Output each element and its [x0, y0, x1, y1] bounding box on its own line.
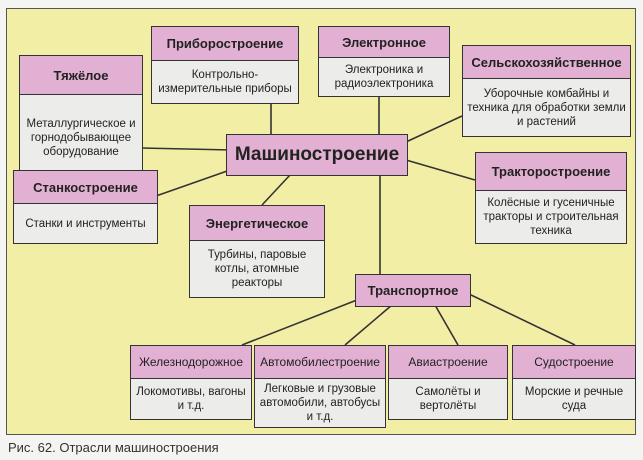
branch-title: Станкостроение: [14, 171, 157, 204]
branch-energy: Энергетическое Турбины, паровые котлы, а…: [189, 205, 325, 298]
branch-title: Железнодорожное: [131, 346, 251, 379]
transport-node: Транспортное: [355, 274, 471, 307]
connector: [405, 115, 463, 143]
branch-instruments: Приборостроение Контрольно-измерительные…: [151, 26, 299, 104]
branch-desc: Локомотивы, вагоны и т.д.: [136, 386, 246, 412]
transport-aviation: Авиастроение Самолёты и вертолёты: [388, 345, 508, 420]
branch-title: Тракторостроение: [476, 153, 626, 191]
branch-desc: Морские и речные суда: [524, 386, 624, 412]
branch-desc: Электроника и радиоэлектроника: [334, 64, 434, 90]
branch-desc: Уборочные комбайны и техника для обработ…: [467, 87, 626, 128]
branch-title: Сельскохозяйственное: [463, 46, 630, 79]
connector: [241, 297, 363, 346]
connector: [405, 159, 476, 181]
connector: [155, 169, 231, 197]
connector: [468, 293, 576, 346]
figure-caption: Рис. 62. Отрасли машиностроения: [8, 440, 219, 455]
connector: [434, 304, 459, 346]
branch-desc: Легковые и грузовые автомобили, автобусы…: [259, 383, 381, 423]
branch-title: Приборостроение: [152, 27, 298, 61]
branch-desc: Самолёты и вертолёты: [415, 386, 481, 412]
branch-machine-tools: Станкостроение Станки и инструменты: [13, 170, 158, 244]
branch-desc: Турбины, паровые котлы, атомные реакторы: [207, 249, 307, 289]
branch-desc: Металлургическое и горнодобывающее обору…: [26, 118, 136, 158]
branch-tractor: Тракторостроение Колёсные и гусеничные т…: [475, 152, 627, 244]
branch-title: Тяжёлое: [20, 56, 142, 95]
branch-desc: Контрольно-измерительные приборы: [158, 69, 292, 95]
branch-title: Судостроение: [513, 346, 635, 379]
connector: [140, 147, 233, 151]
center-node: Машиностроение: [226, 134, 408, 176]
transport-shipbuilding: Судостроение Морские и речные суда: [512, 345, 636, 420]
transport-automotive: Автомобилестроение Легковые и грузовые а…: [254, 345, 386, 428]
branch-electronic: Электронное Электроника и радиоэлектрони…: [318, 26, 450, 97]
branch-title: Электронное: [319, 27, 449, 58]
branch-desc: Станки и инструменты: [25, 217, 146, 230]
branch-title: Авиастроение: [389, 346, 507, 379]
connector: [344, 304, 393, 346]
connector: [261, 174, 291, 206]
branch-title: Энергетическое: [190, 206, 324, 241]
branch-heavy: Тяжёлое Металлургическое и горнодобывающ…: [19, 55, 143, 182]
transport-railway: Железнодорожное Локомотивы, вагоны и т.д…: [130, 345, 252, 420]
branch-title: Автомобилестроение: [255, 346, 385, 379]
branch-agricultural: Сельскохозяйственное Уборочные комбайны …: [462, 45, 631, 137]
branch-desc: Колёсные и гусеничные тракторы и строите…: [483, 197, 619, 237]
